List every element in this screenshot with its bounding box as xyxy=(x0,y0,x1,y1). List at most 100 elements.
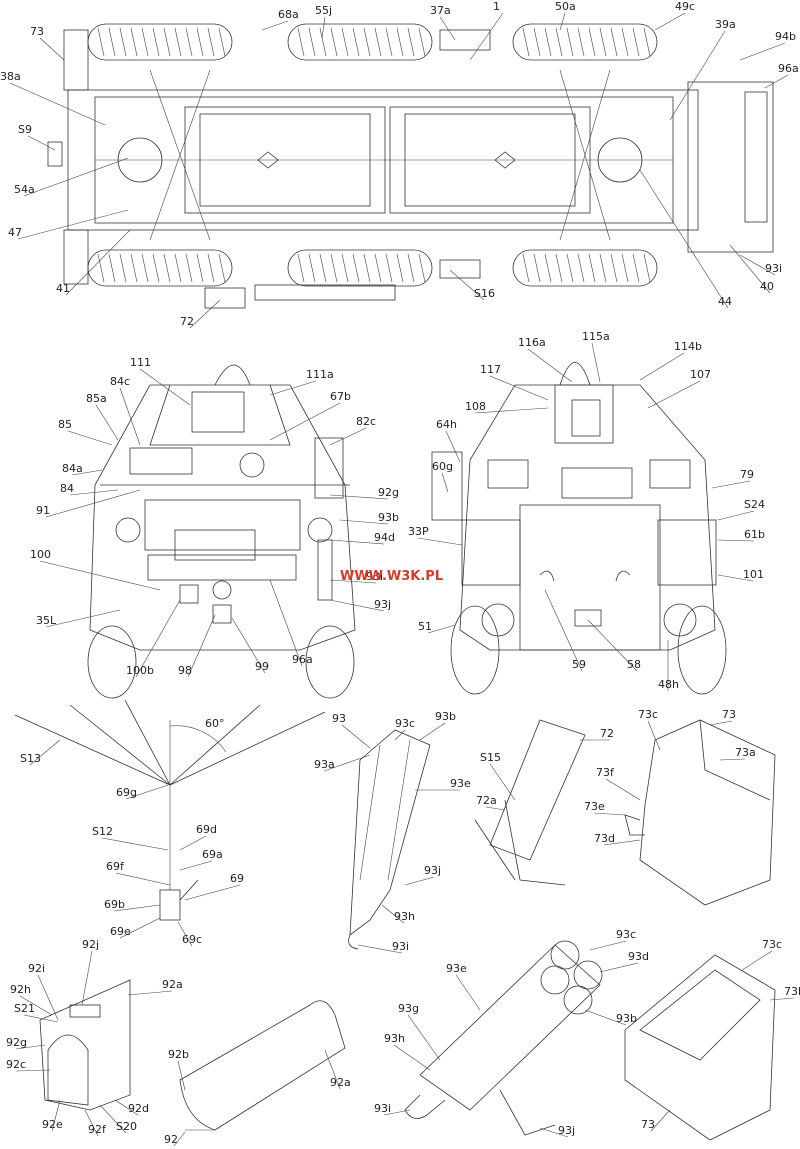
leader-line xyxy=(485,806,506,811)
leader-line xyxy=(584,1009,627,1026)
callout-label: 93b xyxy=(435,710,456,723)
callout-label: 39a xyxy=(715,18,736,31)
callout-label: 92b xyxy=(168,1048,189,1061)
leader-line xyxy=(647,720,661,751)
leader-line xyxy=(95,404,119,441)
leader-line xyxy=(179,860,213,871)
tire-tread xyxy=(555,253,563,283)
leader-line xyxy=(187,614,216,678)
tire-tread xyxy=(588,27,596,57)
tire-tread xyxy=(385,253,393,283)
leader-line xyxy=(719,758,746,761)
leader-line xyxy=(45,609,121,628)
callout-label: 73f xyxy=(596,766,615,779)
tire-tread xyxy=(621,253,629,283)
tire-tread xyxy=(218,253,226,283)
leader-line xyxy=(383,1109,411,1116)
callout-label: 50a xyxy=(555,0,576,13)
leader-line xyxy=(639,352,685,381)
callout-label: 96a xyxy=(778,62,799,75)
tire-tread xyxy=(341,27,349,57)
leader-line xyxy=(39,560,161,591)
callout-label: 100b xyxy=(126,664,154,677)
leader-line xyxy=(231,617,266,674)
tire-tread xyxy=(643,253,651,283)
tire-tread xyxy=(297,253,305,283)
leader-line xyxy=(591,342,601,383)
tire-tread xyxy=(108,27,116,57)
tire-tread xyxy=(522,253,530,283)
leader-line xyxy=(29,739,61,766)
front-view-vehicle xyxy=(87,364,356,699)
leader-line xyxy=(67,430,113,446)
leader-line xyxy=(127,990,173,996)
leader-line xyxy=(69,489,119,496)
leader-line xyxy=(650,1109,671,1132)
leader-line xyxy=(115,872,171,886)
tire-tread xyxy=(185,253,193,283)
tire-tread xyxy=(330,253,338,283)
callout-label: 92g xyxy=(6,1036,27,1049)
callout-label: 91 xyxy=(36,504,50,517)
leader-line xyxy=(599,962,639,973)
leader-line xyxy=(769,997,795,1001)
callout-label: 92f xyxy=(88,1123,107,1136)
leader-line xyxy=(23,157,129,197)
tire-tread xyxy=(363,253,371,283)
leader-line xyxy=(709,720,733,726)
leader-line xyxy=(324,1049,341,1090)
tire-tread xyxy=(97,27,105,57)
leader-line xyxy=(65,229,131,296)
leader-line xyxy=(51,1099,61,1132)
leader-line xyxy=(329,494,389,500)
tire-tread xyxy=(374,253,382,283)
tire-tread xyxy=(632,253,640,283)
callout-label: 93e xyxy=(450,777,471,790)
leader-line xyxy=(37,974,59,1021)
leader-line xyxy=(329,539,385,545)
callout-label: S16 xyxy=(474,287,495,300)
leader-line xyxy=(419,722,446,741)
leader-line xyxy=(539,1127,569,1138)
top-wheel-0 xyxy=(87,23,233,61)
tire-tread xyxy=(533,253,541,283)
tire-tread xyxy=(108,253,116,283)
callout-label: 51 xyxy=(418,620,432,633)
rack-detail xyxy=(474,719,586,886)
tire-tread xyxy=(319,253,327,283)
tire-tread xyxy=(163,253,171,283)
leader-line xyxy=(717,539,755,542)
callout-label: 69 xyxy=(230,872,244,885)
callout-label: S12 xyxy=(92,825,113,838)
leader-line xyxy=(404,876,435,886)
leader-line xyxy=(544,589,583,672)
top-wheel-2 xyxy=(512,23,658,61)
leader-line xyxy=(329,579,377,584)
callout-label: 55j xyxy=(315,4,332,17)
leader-line xyxy=(489,763,516,801)
callout-label: 37a xyxy=(430,4,451,17)
tarp-roll-detail xyxy=(179,1000,346,1131)
leader-line xyxy=(71,469,103,476)
callout-label: 73b xyxy=(784,985,800,998)
tire-tread xyxy=(577,253,585,283)
callout-label: 94b xyxy=(775,30,796,43)
callout-label: 93c xyxy=(395,717,415,730)
leader-line xyxy=(605,778,641,801)
callout-label: 73c xyxy=(762,938,782,951)
tire-tread xyxy=(207,27,215,57)
leader-line xyxy=(189,299,221,329)
leader-line xyxy=(527,348,573,383)
callout-label: 69c xyxy=(182,933,202,946)
tire-tread xyxy=(643,27,651,57)
tire-tread xyxy=(610,27,618,57)
leader-line xyxy=(589,940,627,951)
callout-label: 69g xyxy=(116,786,137,799)
callout-label: 100 xyxy=(30,548,51,561)
leader-line xyxy=(445,430,461,463)
leader-line xyxy=(27,135,56,151)
tire-tread xyxy=(374,27,382,57)
leader-line xyxy=(427,624,456,634)
leader-line xyxy=(474,407,549,414)
